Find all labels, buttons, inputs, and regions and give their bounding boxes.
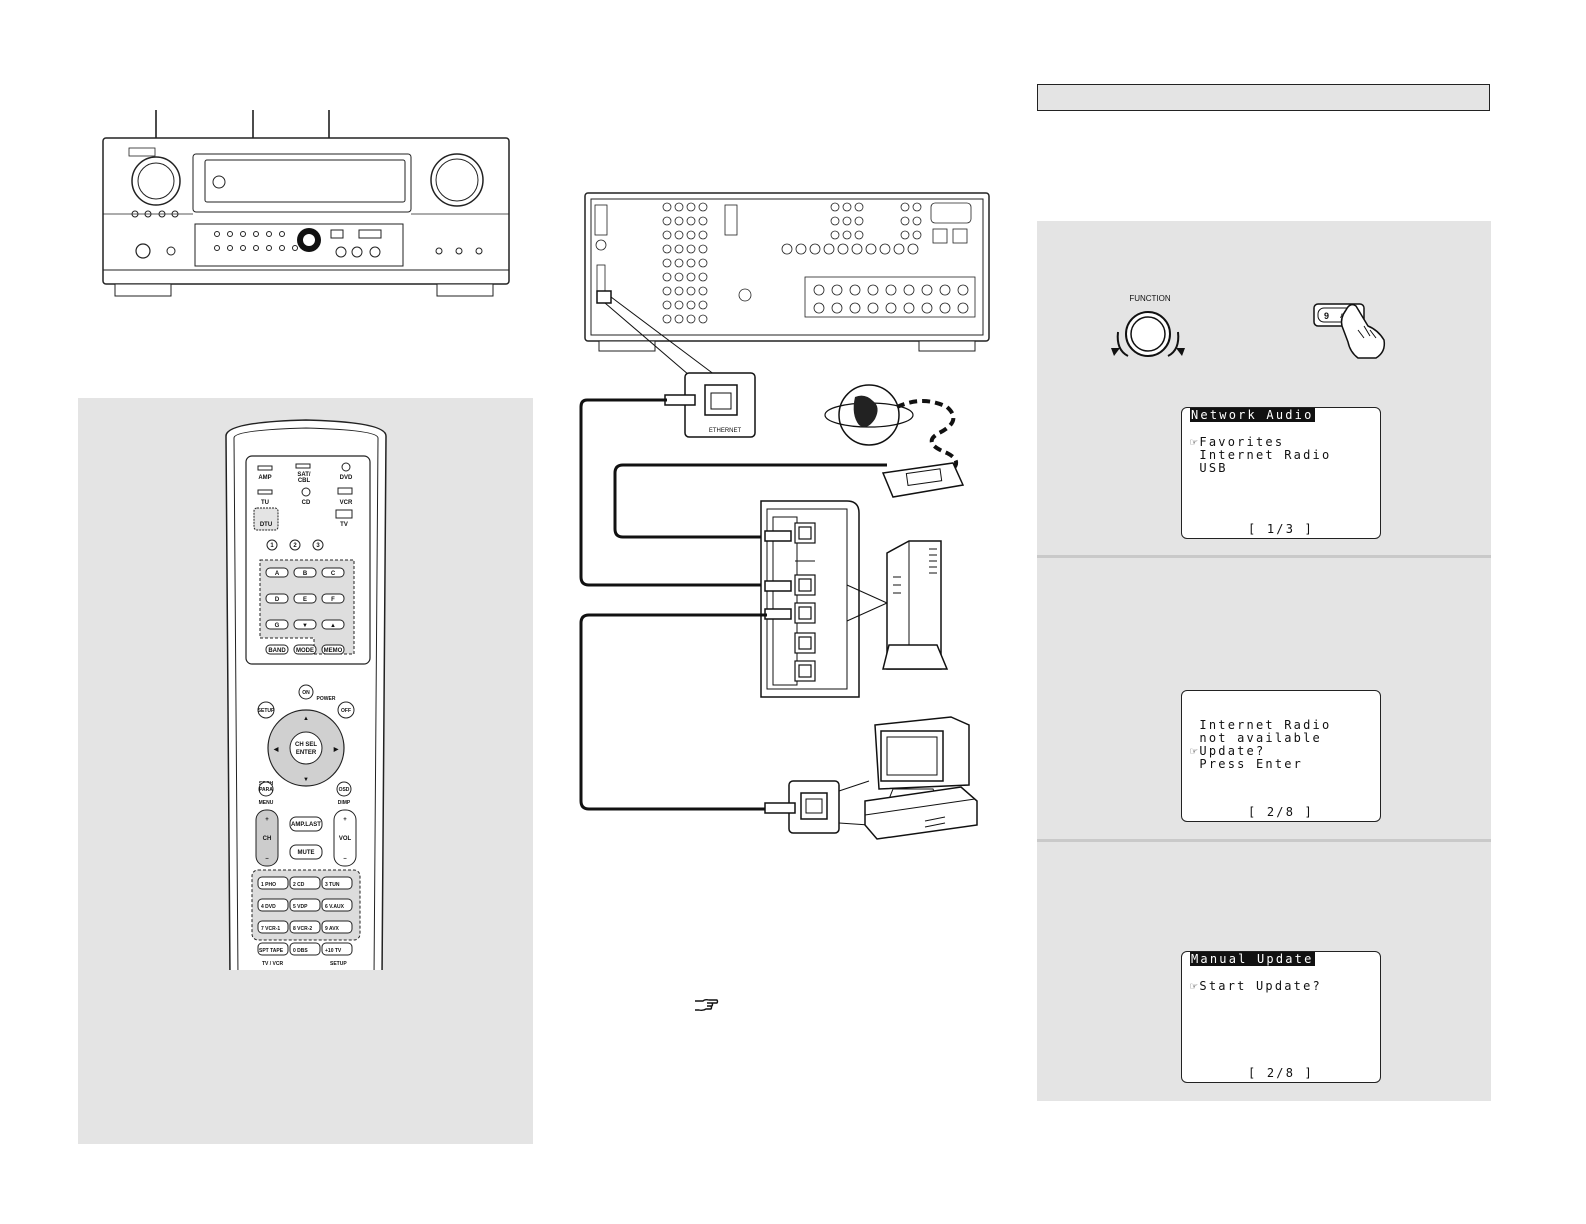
svg-text:TV: TV [340,522,348,528]
svg-text:MODE: MODE [296,648,314,654]
svg-text:VOL: VOL [339,836,352,842]
svg-text:DVD: DVD [340,475,353,481]
screen-line: Internet Radio [1190,718,1332,732]
svg-text:9 AVX: 9 AVX [325,926,340,932]
svg-text:G: G [275,623,280,629]
receiver-front-panel [102,110,510,297]
svg-text:2 CD: 2 CD [293,882,305,888]
svg-text:POWER: POWER [317,696,336,702]
step-divider-1 [1037,555,1491,558]
svg-text:TU: TU [261,500,269,506]
svg-text:E: E [303,597,307,603]
page-indicator: [ 2/8 ] [1248,805,1314,819]
menu-item-favorites: ☞Favorites [1190,435,1285,449]
function-knob: FUNCTION [1111,294,1185,357]
svg-text:▶: ▶ [333,746,339,753]
menu-item-update: ☞Update? [1190,744,1266,758]
page-indicator: [ 1/3 ] [1248,522,1314,536]
screen-line: Press Enter [1190,757,1304,771]
svg-text:4 DVD: 4 DVD [261,904,276,910]
svg-text:7 VCR-1: 7 VCR-1 [261,926,280,932]
svg-text:AMP: AMP [258,475,271,481]
svg-text:CH SEL: CH SEL [295,742,317,748]
screen-title: Network Audio [1190,408,1315,422]
svg-text:OSD: OSD [339,787,350,793]
svg-text:CBL: CBL [298,478,311,484]
screen-title: Manual Update [1190,952,1315,966]
svg-text:A: A [275,571,280,577]
svg-text:+10 TV: +10 TV [325,948,342,954]
menu-item-internet-radio: Internet Radio [1190,448,1332,462]
pointing-hand-icon [695,998,719,1012]
svg-text:▼: ▼ [303,777,309,783]
svg-text:▲: ▲ [303,716,309,722]
svg-text:▲: ▲ [330,623,336,629]
svg-text:MEMO: MEMO [324,648,343,654]
svg-text:MUTE: MUTE [298,850,315,856]
svg-text:9: 9 [1324,311,1329,321]
ethernet-label: ETHERNET [709,428,742,434]
function-label: FUNCTION [1129,294,1171,303]
screen-line: not available [1190,731,1322,745]
svg-text:F: F [331,597,335,603]
svg-text:+: + [343,817,347,823]
avx-key-press: 9 AVX [1313,303,1386,359]
svg-text:C: C [331,571,336,577]
svg-text:CH: CH [263,836,272,842]
svg-text:AMP.LAST: AMP.LAST [291,822,321,828]
page-indicator: [ 2/8 ] [1248,1066,1314,1080]
svg-text:SETUP: SETUP [330,961,347,967]
svg-text:D: D [275,597,280,603]
svg-text:SPT TAPE: SPT TAPE [259,948,284,954]
svg-text:SAT/: SAT/ [297,472,311,478]
svg-text:◀: ◀ [273,746,279,753]
svg-text:–: – [343,856,347,862]
remote-control: AMP SAT/CBL DVD TU CD VCR DTU TV 1 2 3 A… [225,419,387,970]
network-connection-diagram: ETHERNET [579,192,990,840]
svg-text:PARA: PARA [259,787,273,793]
svg-text:SETUP: SETUP [258,708,275,714]
svg-text:3: 3 [316,543,320,549]
menu-item-start-update: ☞Start Update? [1190,979,1322,993]
svg-text:BAND: BAND [268,648,286,654]
svg-text:DTU: DTU [260,522,272,528]
osd-screen-network-audio: Network Audio ☞Favorites Internet Radio … [1181,407,1381,539]
svg-text:DIMP: DIMP [338,800,351,806]
svg-text:1: 1 [270,543,274,549]
svg-text:–: – [265,856,269,862]
svg-text:5 VDP: 5 VDP [293,904,308,910]
step-divider-2 [1037,839,1491,842]
osd-screen-update-prompt: Internet Radio not available ☞Update? Pr… [1181,690,1381,822]
svg-text:B: B [303,571,308,577]
svg-text:TV / VCR: TV / VCR [262,961,284,967]
svg-text:3 TUN: 3 TUN [325,882,340,888]
svg-text:▼: ▼ [302,623,308,629]
svg-text:1 PHO: 1 PHO [261,882,276,888]
osd-screen-manual-update: Manual Update ☞Start Update? [ 2/8 ] [1181,951,1381,1083]
svg-text:6 V.AUX: 6 V.AUX [325,904,345,910]
svg-text:CD: CD [302,500,311,506]
svg-text:OFF: OFF [341,708,351,714]
svg-text:VCR: VCR [340,500,353,506]
svg-text:8 VCR-2: 8 VCR-2 [293,926,312,932]
section-header-bar [1037,84,1490,111]
svg-text:0 DBS: 0 DBS [293,948,308,954]
svg-text:2: 2 [293,543,297,549]
svg-text:MENU: MENU [259,800,274,806]
menu-item-usb: USB [1190,461,1228,475]
svg-text:ENTER: ENTER [296,750,317,756]
svg-text:ON: ON [302,690,310,696]
svg-text:+: + [265,817,269,823]
